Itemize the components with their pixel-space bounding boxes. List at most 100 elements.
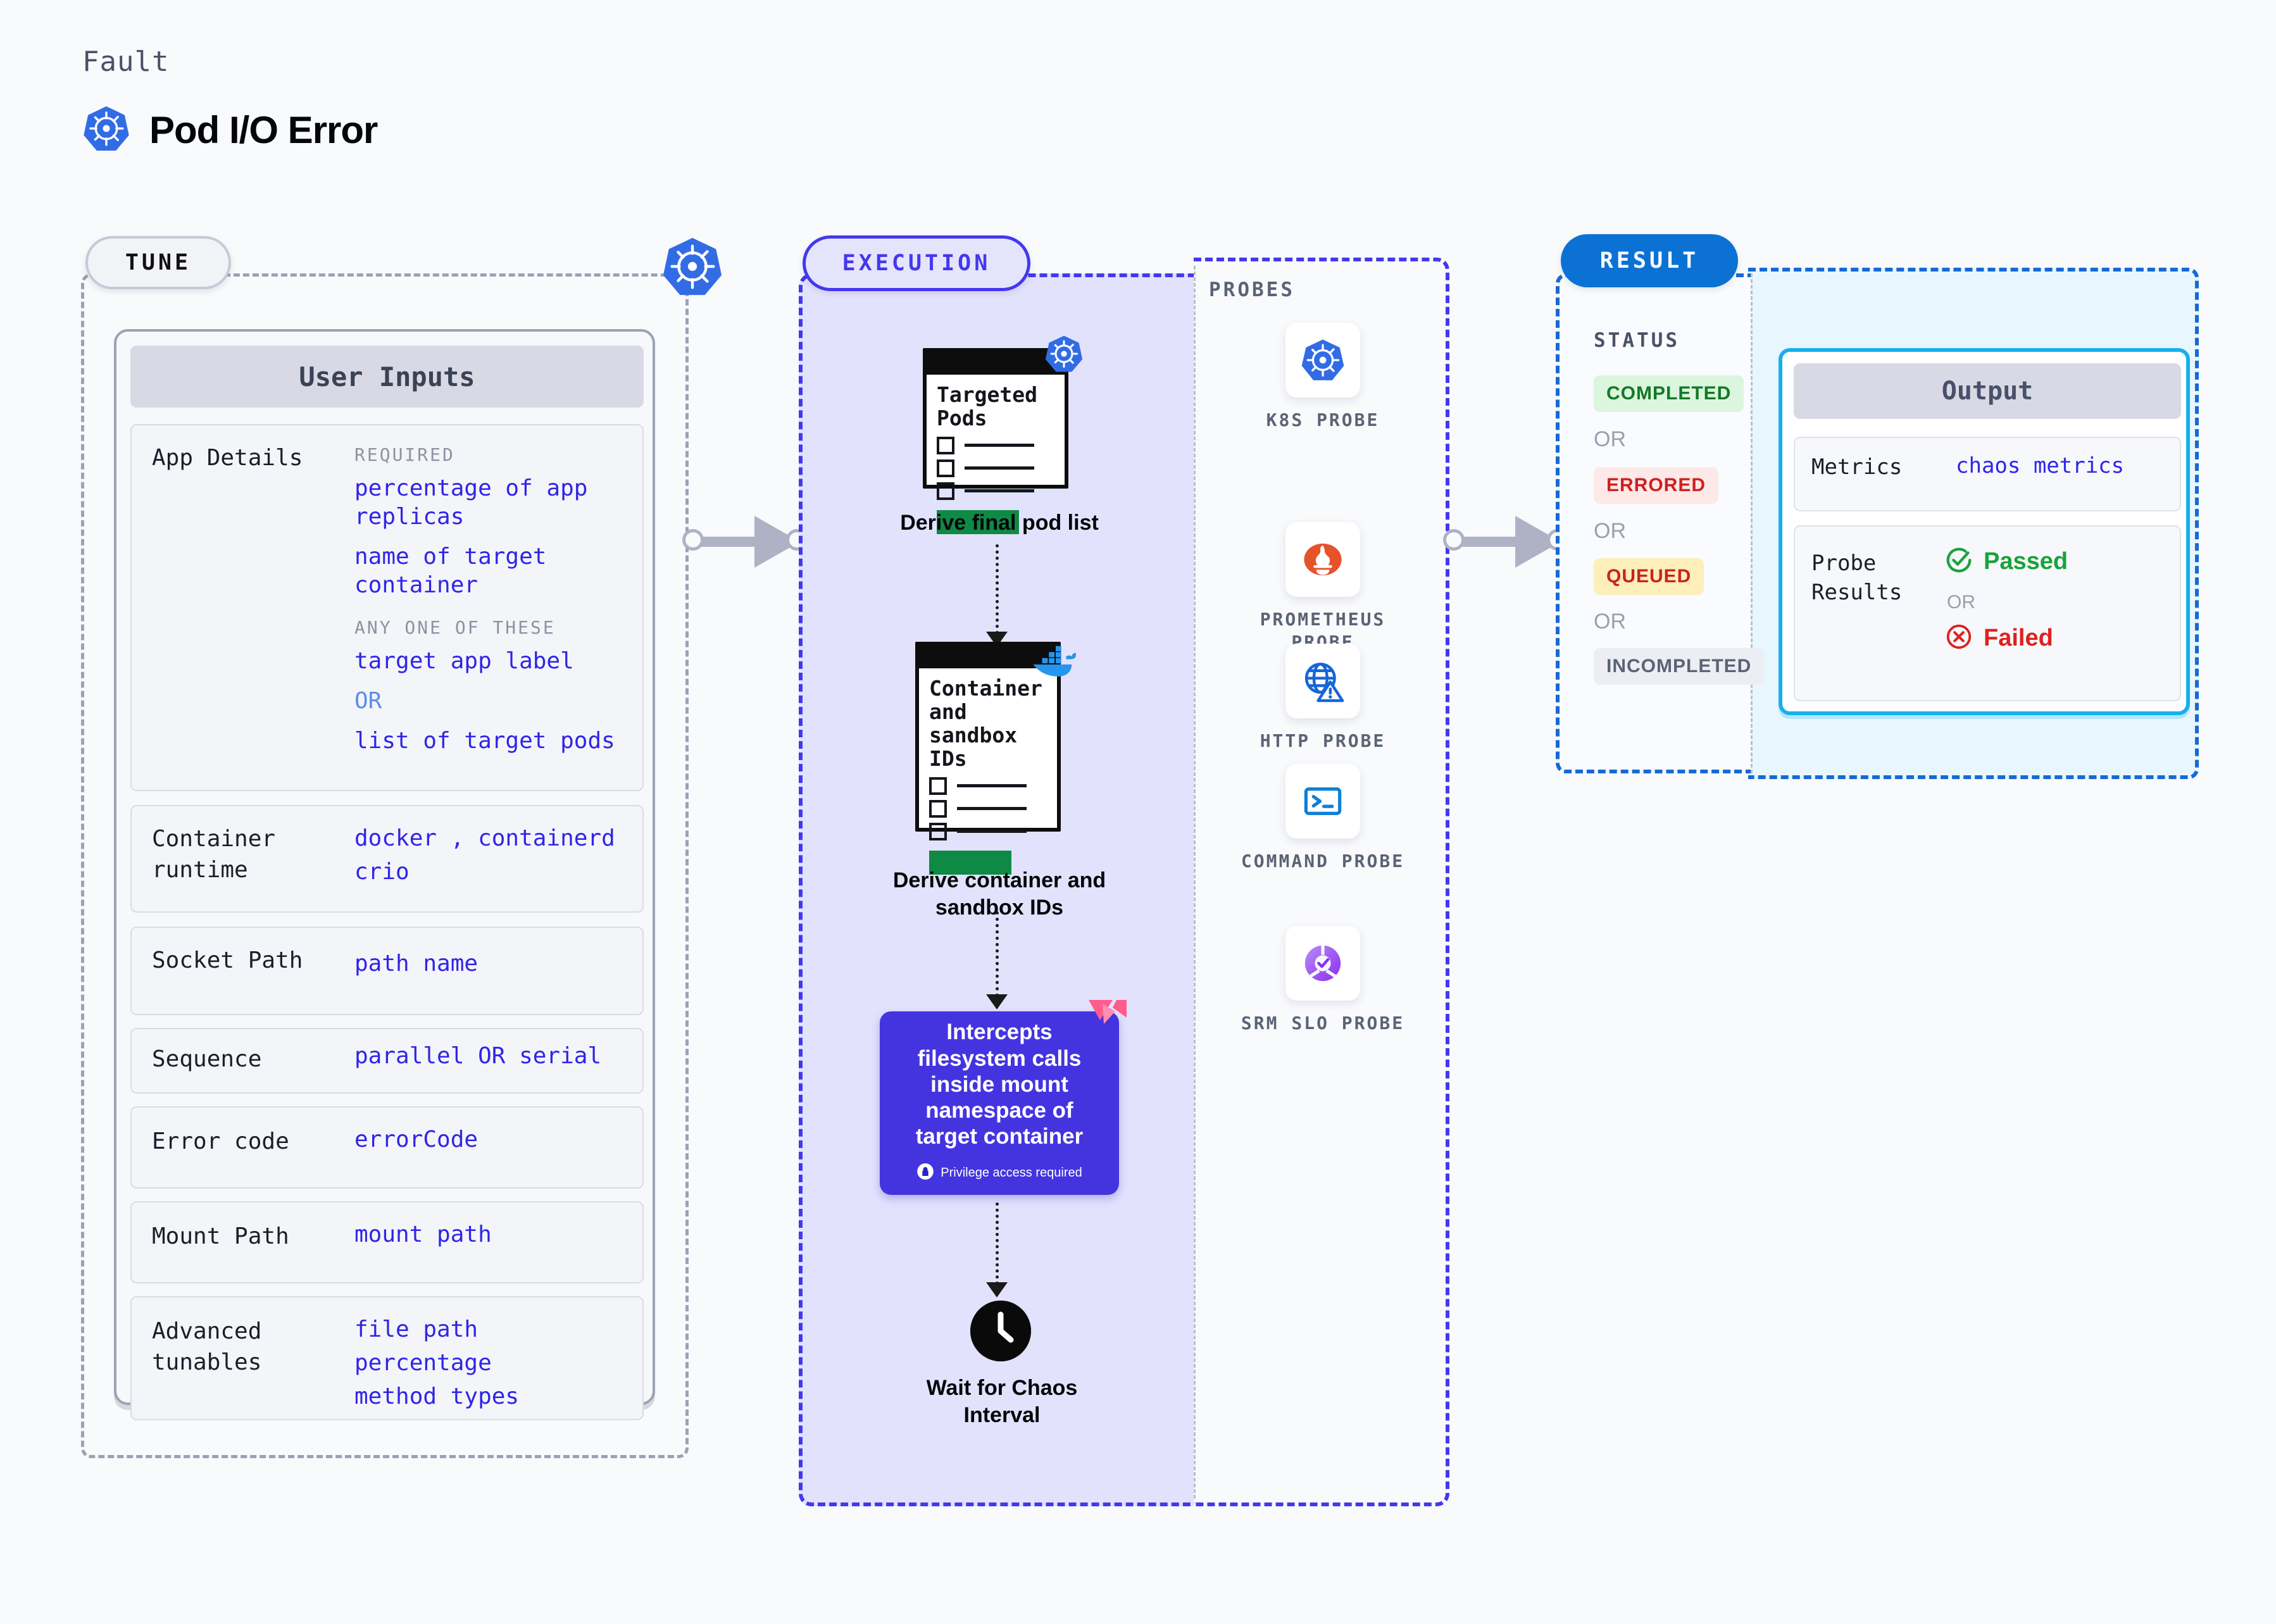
page-title-row: Pod I/O Error xyxy=(82,104,378,156)
failed-label: Failed xyxy=(1984,625,2053,651)
passed-label: Passed xyxy=(1984,548,2068,575)
input-row-socket-path[interactable]: Socket Path path name xyxy=(130,927,644,1015)
execution-action-card: Intercepts filesystem calls inside mount… xyxy=(880,1011,1119,1195)
status-badge-completed: COMPLETED xyxy=(1594,375,1744,412)
probe-result-failed: Failed xyxy=(1944,622,2068,654)
output-title: Output xyxy=(1794,363,2181,419)
flow-caption-wait: Wait for Chaos Interval xyxy=(926,1376,1078,1427)
flow-doc-container-sandbox: Container and sandbox IDs xyxy=(915,642,1061,875)
probe-item-command[interactable]: COMMAND PROBE xyxy=(1228,764,1418,873)
doc-check-row xyxy=(919,775,1057,797)
input-row-values: errorCode xyxy=(354,1125,633,1154)
kubernetes-icon xyxy=(82,104,130,156)
probe-label: COMMAND PROBE xyxy=(1241,851,1405,871)
status-badge-incompleted: INCOMPLETED xyxy=(1594,648,1765,685)
output-row-probe-results[interactable]: Probe Results Passed OR xyxy=(1794,525,2181,701)
input-row-mount-path[interactable]: Mount Path mount path xyxy=(130,1201,644,1284)
input-row-label: App Details xyxy=(152,445,303,471)
input-row-label: Sequence xyxy=(152,1046,262,1072)
page-title: Pod I/O Error xyxy=(149,109,378,151)
execution-stage-pill: EXECUTION xyxy=(803,235,1030,291)
input-row-sequence[interactable]: Sequence parallel OR serial xyxy=(130,1028,644,1094)
group-caption-any-one: ANY ONE OF THESE xyxy=(354,617,556,638)
status-or-label: OR xyxy=(1594,519,1626,543)
x-circle-icon xyxy=(1944,622,1973,654)
action-card-text: Intercepts filesystem calls inside mount… xyxy=(915,1020,1084,1149)
input-row-label: Advanced tunables xyxy=(152,1318,262,1375)
doc-title: Container and sandbox IDs xyxy=(929,676,1042,771)
input-row-error-code[interactable]: Error code errorCode xyxy=(130,1106,644,1189)
doc-check-row xyxy=(919,820,1057,843)
input-row-values: mount path xyxy=(354,1220,633,1249)
privilege-note-text: Privilege access required xyxy=(941,1165,1082,1180)
result-divider xyxy=(1751,273,1753,773)
page-eyebrow: Fault xyxy=(82,46,170,78)
flow-caption: Derive container and sandbox IDs xyxy=(892,868,1106,920)
checkbox-icon xyxy=(937,482,954,500)
input-value: path name xyxy=(354,951,478,977)
flow-connector xyxy=(996,544,999,634)
doc-green-bar xyxy=(929,850,1011,875)
input-row-app-details[interactable]: App Details REQUIRED percentage of app r… xyxy=(130,424,644,791)
kubernetes-icon xyxy=(1285,323,1360,397)
input-row-values: file path percentage method types xyxy=(354,1315,633,1416)
input-value: method types xyxy=(354,1384,520,1409)
probe-result-passed: Passed xyxy=(1944,546,2068,578)
input-value: docker , containerd xyxy=(354,825,615,851)
kubernetes-icon xyxy=(1044,334,1084,377)
flow-connector xyxy=(996,911,999,997)
input-value: file path xyxy=(354,1316,478,1342)
input-value: list of target pods xyxy=(354,728,615,754)
flow-doc-targeted-pods: Targeted Pods xyxy=(923,348,1068,534)
prometheus-icon xyxy=(1285,522,1360,597)
input-value: target app label xyxy=(354,648,574,674)
output-row-metrics[interactable]: Metrics chaos metrics xyxy=(1794,437,2181,511)
input-row-advanced-tunables[interactable]: Advanced tunables file path percentage m… xyxy=(130,1296,644,1420)
line-placeholder xyxy=(957,830,1027,834)
doc-check-row xyxy=(919,797,1057,820)
input-value-or: OR xyxy=(354,688,382,714)
input-row-values: path name xyxy=(354,949,633,978)
doc-check-row xyxy=(927,480,1065,503)
lock-icon xyxy=(916,1163,934,1184)
input-row-values: docker , containerd crio xyxy=(354,824,633,891)
line-placeholder xyxy=(965,444,1034,447)
line-placeholder xyxy=(965,489,1034,493)
user-inputs-card: User Inputs App Details REQUIRED percent… xyxy=(114,329,655,1420)
probes-caption: PROBES xyxy=(1209,278,1295,301)
privilege-note: Privilege access required xyxy=(916,1163,1082,1184)
http-globe-warning-icon xyxy=(1285,644,1360,718)
probe-item-k8s[interactable]: K8S PROBE xyxy=(1228,323,1418,432)
output-label: Probe Results xyxy=(1811,551,1903,605)
input-value: percentage of app replicas xyxy=(354,475,588,530)
probe-label: SRM SLO PROBE xyxy=(1241,1013,1405,1034)
probe-result-or: OR xyxy=(1947,592,1975,613)
checkbox-icon xyxy=(929,777,947,795)
input-value: mount path xyxy=(354,1221,492,1247)
input-row-values: parallel OR serial xyxy=(354,1042,633,1070)
input-value: crio xyxy=(354,859,410,885)
probe-item-http[interactable]: HTTP PROBE xyxy=(1228,644,1418,753)
probe-item-prometheus[interactable]: PROMETHEUS PROBE xyxy=(1228,522,1418,654)
input-row-label: Container runtime xyxy=(152,826,276,883)
line-placeholder xyxy=(965,466,1034,470)
output-value: chaos metrics xyxy=(1956,453,2125,478)
tune-stage-pill: TUNE xyxy=(85,236,231,289)
terminal-icon xyxy=(1285,764,1360,839)
kubernetes-icon xyxy=(661,235,723,297)
doc-titlebar xyxy=(927,352,1065,375)
clock-icon xyxy=(970,1301,1031,1361)
input-row-label: Socket Path xyxy=(152,947,303,973)
input-value: parallel OR serial xyxy=(354,1043,602,1069)
input-value: percentage xyxy=(354,1350,492,1376)
line-placeholder xyxy=(957,807,1027,811)
status-or-label: OR xyxy=(1594,427,1626,451)
doc-green-bar xyxy=(937,509,1019,534)
input-row-container-runtime[interactable]: Container runtime docker , containerd cr… xyxy=(130,805,644,913)
docker-icon xyxy=(1032,640,1080,682)
probe-item-srm-slo[interactable]: SRM SLO PROBE xyxy=(1228,926,1418,1035)
doc-title: Targeted Pods xyxy=(937,382,1037,430)
output-label: Metrics xyxy=(1811,454,1903,480)
group-caption-required: REQUIRED xyxy=(354,444,455,465)
